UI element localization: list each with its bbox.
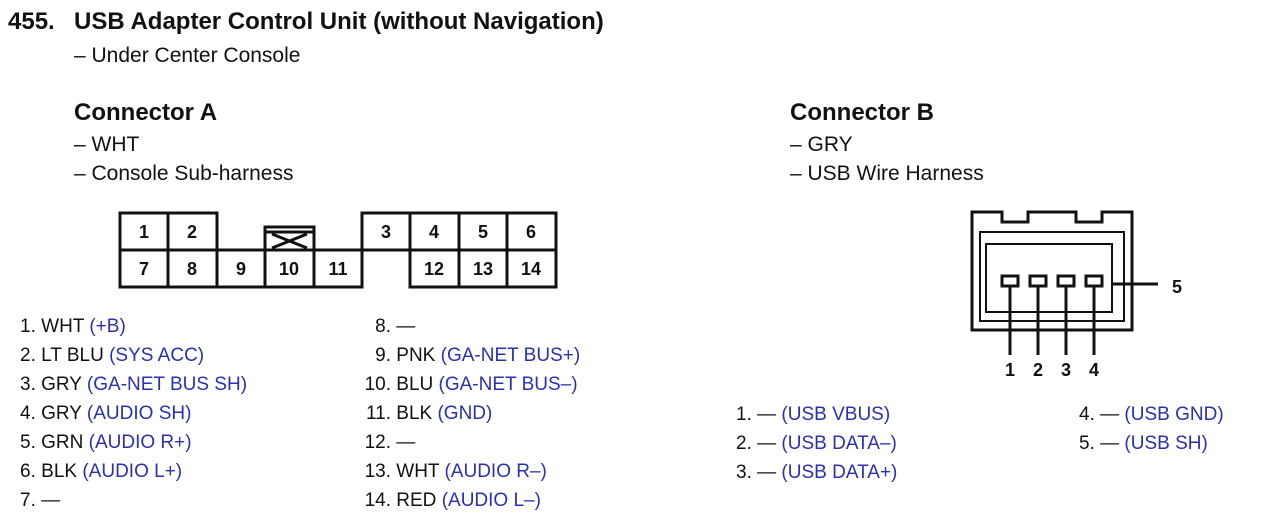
connector-a-pin-13: 13. WHT (AUDIO R–): [364, 461, 547, 482]
cell-14: 14: [521, 259, 541, 279]
connector-b-diagram: 1 2 3 4 5: [970, 210, 1182, 380]
connector-a-pin-2: 2. LT BLU (SYS ACC): [20, 345, 205, 366]
connector-b-color: – GRY: [790, 133, 853, 156]
location-text: – Under Center Console: [74, 44, 301, 67]
connector-a-diagram: 1 2 3 4 5 6 7 8 9 10 11 12 13 14: [118, 211, 558, 289]
connector-b-label-1: 1: [1005, 360, 1015, 380]
cell-8: 8: [187, 259, 197, 279]
connector-b-pin-1: 1. — (USB VBUS): [736, 404, 891, 425]
connector-a-title: Connector A: [74, 99, 218, 126]
connector-a-right-bottom-block: [408, 248, 558, 289]
connector-b-pin-4: 4. — (USB GND): [1079, 404, 1224, 425]
connector-b-label-4: 4: [1089, 360, 1099, 380]
connector-a-bottom-row: [118, 248, 364, 289]
cell-12: 12: [424, 259, 444, 279]
connector-a-pin-4: 4. GRY (AUDIO SH): [20, 403, 192, 424]
connector-a-pin-3: 3. GRY (GA-NET BUS SH): [20, 374, 248, 395]
cell-6: 6: [526, 222, 536, 242]
connector-b-inner-frame: [979, 231, 1125, 322]
connector-b-label-2: 2: [1033, 360, 1043, 380]
section-title: USB Adapter Control Unit (without Naviga…: [74, 8, 604, 35]
connector-b-housing: [970, 210, 1134, 332]
connector-a-pin-11: 11. BLK (GND): [365, 403, 493, 424]
connector-a-pin-5: 5. GRN (AUDIO R+): [20, 432, 192, 453]
connector-b-pin-5: 5. — (USB SH): [1079, 433, 1208, 454]
cell-2: 2: [187, 222, 197, 242]
connector-a-pin-10: 10. BLU (GA-NET BUS–): [364, 374, 578, 395]
section-number: 455.: [8, 8, 55, 35]
connector-a-color: – WHT: [74, 133, 140, 156]
connector-a-pin-14: 14. RED (AUDIO L–): [364, 490, 541, 511]
connector-b-title: Connector B: [790, 99, 934, 126]
cell-9: 9: [236, 259, 246, 279]
connector-b-pin-2: 2. — (USB DATA–): [736, 433, 897, 454]
connector-b-pin-3: 3. — (USB DATA+): [736, 462, 898, 483]
connector-a-pin-1: 1. WHT (+B): [20, 316, 126, 337]
cell-3: 3: [381, 222, 391, 242]
connector-a-pin-9: 9. PNK (GA-NET BUS+): [375, 345, 581, 366]
connector-a-harness: – Console Sub-harness: [74, 162, 294, 185]
cell-13: 13: [473, 259, 493, 279]
page-title: 455. USB Adapter Control Unit (without Na…: [8, 8, 604, 36]
connector-a-pin-7: 7. —: [20, 490, 61, 511]
connector-a-pin-12: 12. —: [364, 432, 416, 453]
connector-a-pin-6: 6. BLK (AUDIO L+): [20, 461, 183, 482]
connector-a-pin-8: 8. —: [375, 316, 416, 337]
connector-a-lock-tab: [263, 225, 316, 252]
connector-b-label-5: 5: [1172, 277, 1182, 297]
cell-7: 7: [139, 259, 149, 279]
connector-b-label-3: 3: [1061, 360, 1071, 380]
connector-b-terminal-area: [985, 243, 1113, 313]
cell-10: 10: [279, 259, 299, 279]
cell-5: 5: [478, 222, 488, 242]
cell-11: 11: [328, 259, 347, 279]
cell-1: 1: [139, 222, 149, 242]
cell-4: 4: [429, 222, 439, 242]
connector-b-harness: – USB Wire Harness: [790, 162, 984, 185]
